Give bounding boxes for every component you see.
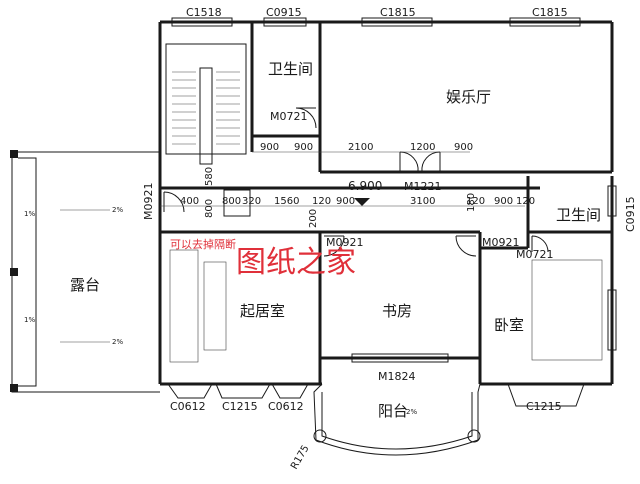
- window-code-c0915-top: C0915: [266, 6, 302, 19]
- watermark-text: 图纸之家: [236, 245, 356, 280]
- dim-180: 180: [466, 193, 477, 212]
- door-code-m0721-right: M0721: [516, 248, 554, 261]
- dim-900-b: 900: [294, 142, 313, 153]
- dim-120-c: 120: [516, 196, 535, 207]
- dim-1560: 1560: [274, 196, 299, 207]
- windows: [167, 17, 617, 407]
- room-label-terrace: 露台: [70, 276, 100, 294]
- room-label-bathroom-right: 卫生间: [556, 206, 601, 224]
- dim-900-d: 900: [336, 196, 355, 207]
- door-code-m0921-study: M0921: [326, 236, 364, 249]
- dim-120-b: 120: [466, 196, 485, 207]
- slope-mark-1-a: 1%: [24, 210, 35, 218]
- walls: [158, 20, 614, 386]
- room-label-entertainment: 娱乐厅: [446, 88, 491, 106]
- dim-580: 580: [204, 167, 215, 186]
- room-label-bedroom: 卧室: [494, 316, 524, 334]
- door-code-m1824: M1824: [378, 370, 416, 383]
- dim-400: 400: [180, 196, 199, 207]
- elevation-label: 6.900: [348, 179, 382, 193]
- window-code-c1815-a: C1815: [380, 6, 416, 19]
- furniture-textures: [169, 249, 603, 363]
- dim-900-c: 900: [454, 142, 473, 153]
- window-code-c0612-a: C0612: [170, 400, 206, 413]
- door-code-m1221: M1221: [404, 180, 442, 193]
- window-code-c1815-b: C1815: [532, 6, 568, 19]
- staircase: [165, 43, 247, 165]
- dim-1200: 1200: [410, 142, 435, 153]
- window-code-c1518: C1518: [186, 6, 222, 19]
- dim-800-b: 800: [222, 196, 241, 207]
- doors: [163, 107, 549, 363]
- door-code-m0921-left: M0921: [142, 183, 155, 221]
- slope-mark-2-c: 2%: [406, 408, 417, 416]
- dim-800-a: 800: [204, 199, 215, 218]
- dim-900-e: 900: [494, 196, 513, 207]
- room-label-living: 起居室: [240, 302, 285, 320]
- room-label-study: 书房: [382, 302, 412, 320]
- window-code-c1215-b: C1215: [526, 400, 562, 413]
- slope-mark-1-b: 1%: [24, 316, 35, 324]
- door-code-m0721-top: M0721: [270, 110, 308, 123]
- slope-mark-2-b: 2%: [112, 338, 123, 346]
- annotation-remove-partition: 可以去掉隔断: [170, 237, 236, 251]
- room-label-bathroom-top: 卫生间: [268, 60, 313, 78]
- room-label-balcony: 阳台: [378, 402, 408, 420]
- window-code-c1215-a: C1215: [222, 400, 258, 413]
- terrace-area: [10, 150, 160, 393]
- slope-mark-2-a: 2%: [112, 206, 123, 214]
- dim-2100: 2100: [348, 142, 373, 153]
- door-code-m0921-right: M0921: [482, 236, 520, 249]
- dim-r175: R175: [289, 443, 312, 471]
- dim-320: 320: [242, 196, 261, 207]
- dim-3100: 3100: [410, 196, 435, 207]
- balcony-area: [313, 383, 481, 456]
- window-code-c0612-b: C0612: [268, 400, 304, 413]
- dimension-lines: [160, 151, 525, 217]
- window-code-c0915-right: C0915: [624, 196, 637, 232]
- dim-120-a: 120: [312, 196, 331, 207]
- dim-900-a: 900: [260, 142, 279, 153]
- dim-200: 200: [308, 209, 319, 228]
